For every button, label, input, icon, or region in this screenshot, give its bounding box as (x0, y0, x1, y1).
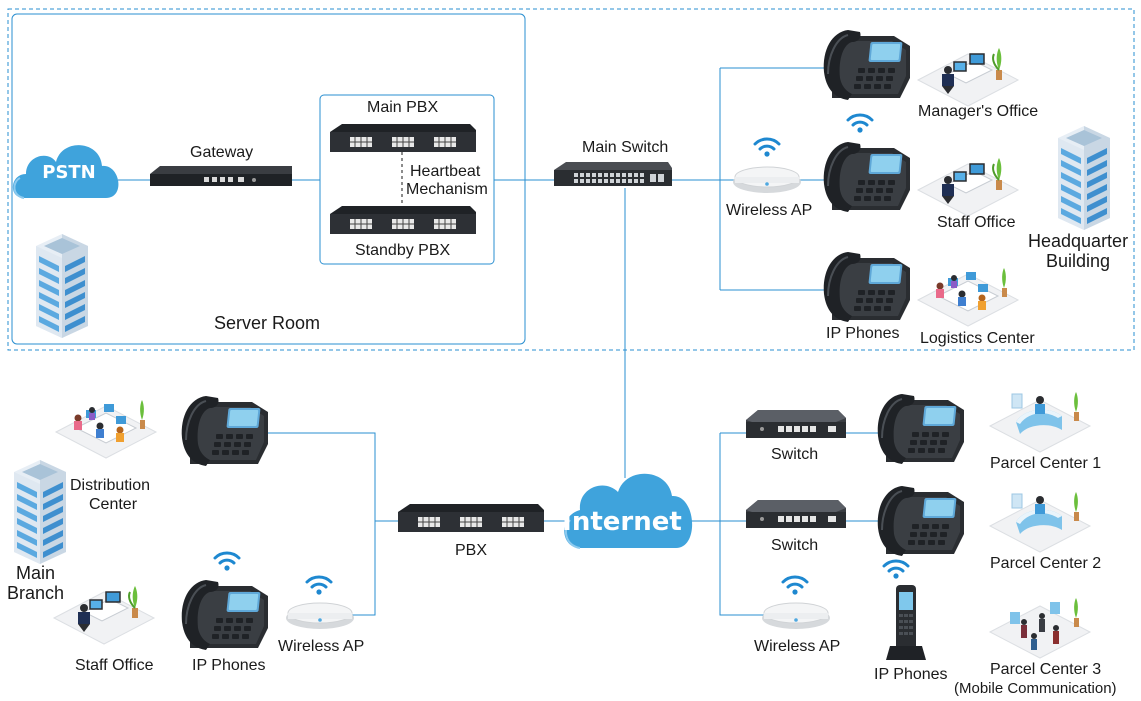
gateway-icon (150, 166, 292, 186)
hq-wireless-ap-label: Wireless AP (726, 202, 813, 219)
hq-phone-2-icon (822, 141, 911, 213)
hq-wifi-icon (753, 137, 781, 159)
parcel-center-1-label: Parcel Center 1 (990, 455, 1102, 472)
parcel-center-3-icon (989, 597, 1091, 659)
heartbeat-label-line2: Mechanism (406, 181, 488, 198)
parcel-center-3-note: (Mobile Communication) (954, 680, 1117, 697)
parcel-switch-2-icon (746, 500, 846, 528)
parcel-phone-2-icon (876, 485, 965, 557)
pstn-label: PSTN (42, 162, 96, 183)
main-branch-building-icon (14, 460, 66, 564)
pstn-cloud-icon (12, 145, 119, 199)
logistics-center-icon (917, 267, 1019, 327)
branch-ip-phones-label: IP Phones (192, 657, 266, 674)
branch-pbx-label: PBX (455, 542, 488, 559)
branch-wifi-icon (305, 575, 333, 597)
hq-phone-3-icon (822, 251, 911, 323)
main-switch-label: Main Switch (582, 139, 669, 156)
main-branch-label-line1: Main (16, 563, 56, 583)
server-room-boundary (11, 13, 526, 345)
standby-pbx-label: Standby PBX (355, 242, 451, 259)
headquarter-building-icon (1058, 126, 1110, 230)
branch-staff-office-label: Staff Office (75, 657, 154, 674)
main-branch-label-line2: Branch (7, 583, 65, 603)
internet-cloud-icon (564, 473, 693, 549)
branch-wireless-ap-label: Wireless AP (278, 638, 365, 655)
headquarter-building-label-line2: Building (1046, 251, 1111, 271)
logistics-center-label: Logistics Center (920, 330, 1035, 347)
parcel-access-point-icon (761, 602, 831, 630)
parcel-center-1-icon (989, 391, 1091, 453)
manager-office-icon (917, 47, 1019, 107)
heartbeat-label-line1: Heartbeat (410, 163, 481, 180)
parcel-center-3-label: Parcel Center 3 (990, 661, 1102, 678)
branch-phone-2-wifi-icon (213, 551, 241, 573)
distribution-center-label-line2: Center (89, 496, 138, 513)
hq-ip-phones-label: IP Phones (826, 325, 900, 342)
standby-pbx-icon (329, 205, 477, 235)
branch-phone-2-icon (180, 579, 269, 651)
headquarters-boundary (7, 8, 1135, 351)
staff-office-icon (917, 157, 1019, 217)
parcel-center-2-icon (989, 491, 1091, 553)
parcel-center-2-label: Parcel Center 2 (990, 555, 1102, 572)
branch-access-point-icon (285, 602, 355, 630)
headquarter-building-label-line1: Headquarter (1028, 231, 1129, 251)
hq-phone-2-wifi-icon (846, 113, 874, 135)
parcel-switch-1-icon (746, 410, 846, 438)
branch-pbx-icon (397, 503, 545, 533)
distribution-center-icon (55, 399, 157, 459)
parcel-switch-1-label: Switch (771, 446, 819, 463)
internet-label: Internet (562, 507, 682, 537)
parcel-phone-1-icon (876, 393, 965, 465)
cordless-wifi-icon (882, 559, 910, 581)
parcel-switch-2-label: Switch (771, 537, 819, 554)
distribution-center-label-line1: Distribution (70, 477, 151, 494)
hq-access-point-icon (732, 166, 802, 194)
main-switch-icon (554, 162, 672, 186)
manager-office-label: Manager's Office (918, 103, 1039, 120)
parcel-ip-phones-label: IP Phones (874, 666, 948, 683)
cordless-phone-icon (886, 585, 926, 660)
server-room-building-icon (36, 234, 88, 338)
branch-phone-1-icon (180, 395, 269, 467)
main-pbx-icon (329, 123, 477, 153)
hq-phone-1-icon (822, 29, 911, 101)
gateway-label: Gateway (190, 144, 254, 161)
staff-office-label: Staff Office (937, 214, 1016, 231)
parcel-wireless-ap-label: Wireless AP (754, 638, 841, 655)
connection-lines (118, 67, 880, 616)
server-room-title: Server Room (214, 313, 321, 333)
parcel-wifi-icon (781, 575, 809, 597)
main-pbx-label: Main PBX (367, 99, 439, 116)
branch-staff-office-icon (53, 585, 155, 645)
